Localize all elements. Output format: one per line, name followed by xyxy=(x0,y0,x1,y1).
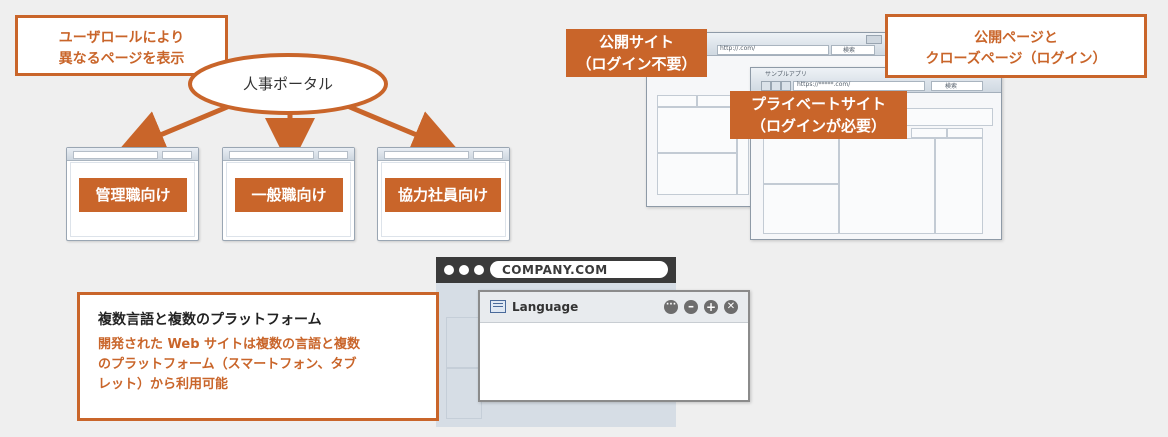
multi-language-body-line1: 開発された Web サイトは複数の言語と複数 xyxy=(98,337,361,352)
public-private-callout-line1: 公開ページと xyxy=(974,30,1058,46)
role-label-general: 一般職向け xyxy=(235,178,343,212)
private-site-label: プライベートサイト （ログインが必要） xyxy=(730,91,907,139)
public-site-label: 公開サイト （ログイン不要） xyxy=(566,29,707,77)
multi-language-body-line2: のプラットフォーム（スマートフォン、タブ xyxy=(98,357,357,372)
private-site-label-line1: プライベートサイト xyxy=(750,95,886,113)
window-dot-2[interactable] xyxy=(459,265,469,275)
private-site-label-line2: （ログインが必要） xyxy=(750,117,886,135)
private-site-url: https://*****.com/ xyxy=(797,81,851,88)
arrow-left xyxy=(115,102,233,158)
window-dot-1[interactable] xyxy=(444,265,454,275)
multi-language-callout: 複数言語と複数のプラットフォーム 開発された Web サイトは複数の言語と複数 … xyxy=(77,292,439,421)
public-site-label-line1: 公開サイト xyxy=(598,33,674,51)
user-role-callout-line1: ユーザロールにより xyxy=(58,30,185,46)
public-private-callout: 公開ページと クローズページ（ログイン） xyxy=(885,14,1147,78)
public-private-callout-line2: クローズページ（ログイン） xyxy=(925,51,1107,67)
language-widget[interactable]: Language ··· – + ✕ xyxy=(478,290,750,402)
arrow-right xyxy=(344,102,462,158)
language-widget-header: Language ··· – + ✕ xyxy=(480,292,748,323)
window-dot-3[interactable] xyxy=(474,265,484,275)
browser-titlebar: COMPANY.COM xyxy=(436,257,676,283)
options-icon[interactable]: ··· xyxy=(664,300,678,314)
public-site-url: http://.com/ xyxy=(720,45,756,52)
role-label-manager: 管理職向け xyxy=(79,178,187,212)
portal-diagram xyxy=(115,53,462,168)
user-role-callout: ユーザロールにより 異なるページを表示 xyxy=(15,15,228,76)
private-site-tab-title: サンプルアプリ xyxy=(765,71,807,78)
role-label-partner: 協力社員向け xyxy=(385,178,501,212)
multi-language-title: 複数言語と複数のプラットフォーム xyxy=(98,312,322,328)
language-widget-title: Language xyxy=(512,300,579,314)
browser-address-bar[interactable] xyxy=(490,261,668,278)
private-site-window[interactable]: サンプルアプリ https://*****.com/ 検索 xyxy=(750,67,1002,240)
minus-icon[interactable]: – xyxy=(684,300,698,314)
multi-language-body-line3: レット）から利用可能 xyxy=(98,377,229,392)
plus-icon[interactable]: + xyxy=(704,300,718,314)
user-role-callout-line2: 異なるページを表示 xyxy=(58,51,185,67)
public-site-search: 検索 xyxy=(843,47,856,54)
close-icon[interactable]: ✕ xyxy=(724,300,738,314)
portal-ellipse xyxy=(188,53,388,115)
portal-label: 人事ポータル xyxy=(242,75,333,93)
browser-address-text: COMPANY.COM xyxy=(502,263,608,277)
public-site-label-line2: （ログイン不要） xyxy=(576,55,697,73)
private-site-search: 検索 xyxy=(945,83,958,90)
